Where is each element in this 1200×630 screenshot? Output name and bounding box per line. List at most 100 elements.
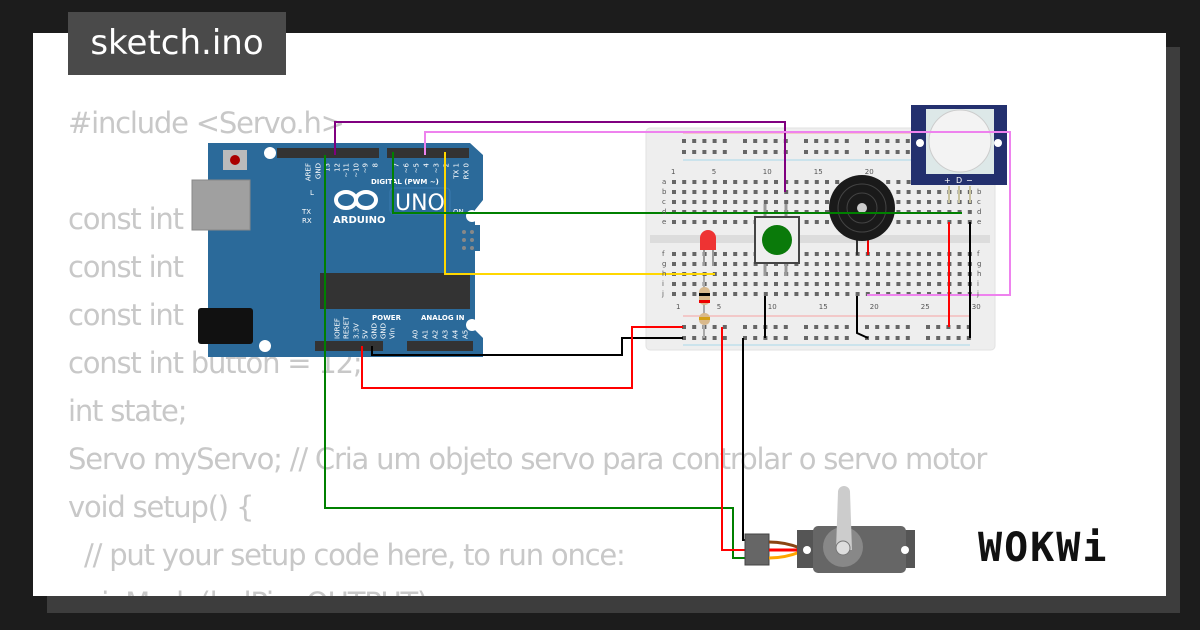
column-number: 10 xyxy=(768,303,777,311)
pin-label: 5V xyxy=(362,330,370,339)
usb-port xyxy=(191,179,251,231)
column-number: 20 xyxy=(865,168,874,176)
row-letter: c xyxy=(977,198,981,206)
pin-label: 12 xyxy=(334,163,342,172)
row-letter: b xyxy=(662,188,667,196)
row-letter: f xyxy=(662,250,665,258)
pin-label: ~9 xyxy=(362,163,370,173)
pin-label: A3 xyxy=(442,330,450,339)
power-label: POWER xyxy=(372,314,402,322)
pin-label: RX 0 xyxy=(463,163,471,179)
column-number: 25 xyxy=(921,303,930,311)
pin-label: GND xyxy=(371,323,379,339)
wire-yellow[interactable] xyxy=(444,152,715,275)
buzzer xyxy=(829,175,895,255)
row-letter: j xyxy=(661,290,664,298)
code-line: pinMode(ledPin, OUTPUT); xyxy=(68,579,986,596)
led-label-rx: RX xyxy=(302,217,312,225)
row-letter: h xyxy=(977,270,981,278)
pin-label: 2 xyxy=(443,163,451,167)
row-letter: d xyxy=(662,208,666,216)
analog-label: ANALOG IN xyxy=(421,314,465,322)
pin-label: A5 xyxy=(462,330,470,339)
pin-label: ~6 xyxy=(403,162,411,173)
pir-pin-d: D xyxy=(956,176,962,185)
row-letter: h xyxy=(662,270,666,278)
pin-label: 13 xyxy=(324,163,332,172)
code-line: const int xyxy=(68,298,184,332)
row-letter: c xyxy=(662,198,666,206)
row-letter: e xyxy=(662,218,666,226)
column-number: 15 xyxy=(814,168,823,176)
arduino-uno: ARDUINO UNO DIGITAL (PWM ~) ON POWER ANA… xyxy=(191,143,483,357)
code-line: const int xyxy=(68,202,184,236)
pin-label: A1 xyxy=(422,330,430,339)
pin-label: IOREF xyxy=(334,318,342,339)
pin-label: ~11 xyxy=(343,163,351,178)
row-letter: g xyxy=(662,260,666,268)
code-view: #include <Servo.h> const int const int cons… xyxy=(68,99,987,596)
file-title: sketch.ino xyxy=(68,12,286,75)
microcontroller-chip xyxy=(320,273,470,309)
code-line: Servo myServo; // Cria um objeto servo p… xyxy=(68,442,987,476)
pin-label: 3.3V xyxy=(353,323,361,339)
digital-label: DIGITAL (PWM ~) xyxy=(371,178,439,186)
pin-label: GND xyxy=(380,323,388,339)
code-line: const int xyxy=(68,250,184,284)
pin-label: ~10 xyxy=(353,163,361,178)
wire-black-gnd[interactable] xyxy=(371,337,683,356)
wire-black-servo[interactable] xyxy=(742,338,755,541)
column-number: 5 xyxy=(717,303,721,311)
pir-pin-plus: + xyxy=(944,176,951,185)
column-number: 1 xyxy=(671,168,675,176)
wokwi-logo: WOKWi xyxy=(978,525,1109,571)
code-line: // put your setup code here, to run once… xyxy=(68,538,626,572)
led-label-tx: TX xyxy=(301,208,311,216)
pin-label: 7 xyxy=(393,163,401,167)
analog-header xyxy=(407,341,473,351)
wire-purple[interactable] xyxy=(334,121,786,192)
power-header xyxy=(315,341,383,351)
wire-green-pir[interactable] xyxy=(392,152,962,214)
wire-pink[interactable] xyxy=(424,131,1011,296)
pushbutton[interactable] xyxy=(754,204,800,276)
digital-header-2 xyxy=(387,148,469,158)
pin-label: TX 1 xyxy=(453,163,461,180)
pin-label: RESET xyxy=(343,316,351,339)
row-letter: b xyxy=(977,188,982,196)
red-led xyxy=(700,230,716,266)
wire-red-5v[interactable] xyxy=(361,326,683,389)
column-number: 1 xyxy=(676,303,680,311)
code-line: void setup() { xyxy=(68,490,254,524)
digital-header-1 xyxy=(277,148,379,158)
column-number: 30 xyxy=(972,303,981,311)
row-letter: i xyxy=(662,280,664,288)
servo-motor xyxy=(744,486,915,573)
pir-pin-minus: − xyxy=(966,176,973,185)
row-letter: a xyxy=(662,178,666,186)
pin-label: ~5 xyxy=(413,163,421,173)
arduino-model: UNO xyxy=(395,191,445,216)
pir-sensor: + D − xyxy=(911,105,1007,203)
arduino-brand: ARDUINO xyxy=(333,215,385,226)
column-number: 15 xyxy=(819,303,828,311)
row-letter: g xyxy=(977,260,981,268)
pin-label: ~3 xyxy=(433,163,441,173)
wire-green-servo[interactable] xyxy=(324,155,755,559)
row-letter: i xyxy=(977,280,979,288)
code-line: int state; xyxy=(68,394,187,428)
arduino-logo-icon xyxy=(334,190,378,210)
code-line: #include <Servo.h> xyxy=(68,106,345,140)
wires xyxy=(324,121,1011,559)
resistor xyxy=(699,276,710,338)
row-letter: e xyxy=(977,218,981,226)
column-number: 10 xyxy=(763,168,772,176)
pin-label: GND xyxy=(315,163,323,179)
pin-label: A0 xyxy=(412,330,420,339)
row-letter: j xyxy=(976,290,979,298)
row-letter: f xyxy=(977,250,980,258)
pin-label: Vin xyxy=(389,328,397,339)
row-letter: d xyxy=(977,208,981,216)
wire-red-servo[interactable] xyxy=(721,327,755,551)
pin-label: AREF xyxy=(305,163,313,181)
